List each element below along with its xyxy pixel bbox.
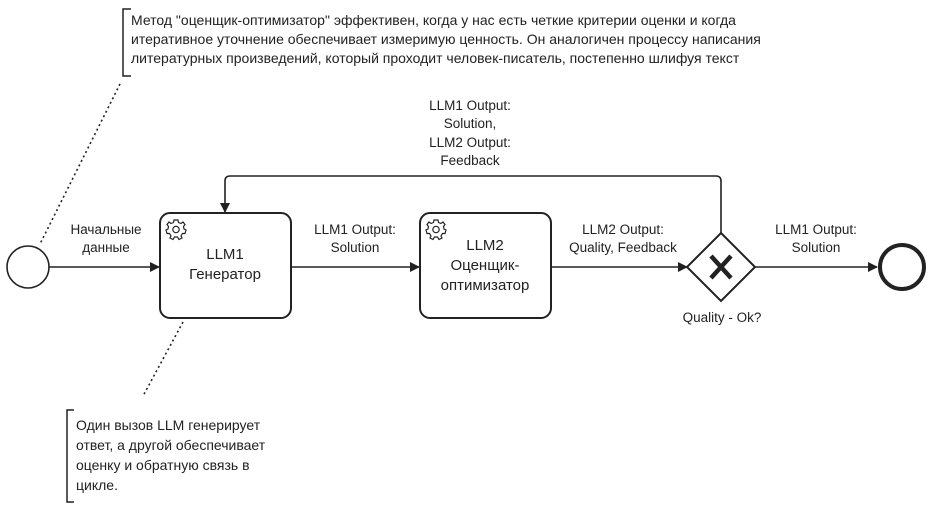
bottom-annotation-connector (142, 321, 184, 397)
top-annotation-line: Метод "оценщик-оптимизатор" эффективен, … (131, 12, 736, 28)
flow-label-loop: Feedback (440, 153, 500, 168)
top-annotation-line: итеративное уточнение обеспечивает измер… (131, 31, 761, 47)
task-generator-title: LLM1 (206, 246, 244, 263)
bottom-annotation: Один вызов LLM генерирует ответ, а друго… (66, 321, 266, 503)
gear-icon (425, 219, 447, 241)
bottom-annotation-line: оценку и обратную связь в (76, 457, 250, 473)
gear-icon (165, 219, 187, 241)
flow-label-llm1-solution: LLM1 Output: (314, 222, 396, 237)
flow-label-loop: LLM1 Output: (429, 98, 511, 113)
gateway-label: Quality - Ok? (683, 310, 762, 325)
flow-label-llm2-quality: Quality, Feedback (569, 240, 677, 255)
flow-label-llm2-quality: LLM2 Output: (582, 222, 664, 237)
task-generator-subtitle: Генератор (189, 266, 261, 283)
bottom-annotation-bracket (66, 409, 74, 503)
bottom-annotation-line: Один вызов LLM генерирует (76, 417, 261, 433)
flow-label-final-solution: LLM1 Output: (775, 222, 857, 237)
task-evaluator: LLM2 Оценщик- оптимизатор (419, 212, 552, 319)
top-annotation-connector (39, 83, 121, 245)
task-evaluator-title: LLM2 (466, 237, 504, 254)
start-event (6, 245, 50, 289)
bottom-annotation-line: цикле. (76, 477, 118, 493)
top-annotation-line: литературных произведений, который прохо… (131, 50, 740, 66)
task-generator: LLM1 Генератор (159, 212, 292, 319)
top-annotation: Метод "оценщик-оптимизатор" эффективен, … (39, 8, 761, 245)
end-event (878, 243, 926, 291)
gateway-x-icon (709, 254, 733, 280)
top-annotation-bracket (122, 8, 131, 77)
exclusive-gateway: Quality - Ok? (683, 231, 762, 325)
flow-label-loop: LLM2 Output: (429, 135, 511, 150)
task-evaluator-subtitle: оптимизатор (441, 277, 530, 294)
bottom-annotation-line: ответ, а другой обеспечивает (76, 437, 266, 453)
flow-label-final-solution: Solution (792, 240, 841, 255)
flow-label-llm1-solution: Solution (331, 240, 380, 255)
flow-loop-back (220, 175, 722, 233)
flow-label-initial-data: Начальные (70, 222, 141, 237)
flow-label-initial-data: данные (82, 240, 130, 255)
task-generator-box (159, 212, 292, 319)
task-evaluator-subtitle: Оценщик- (451, 257, 520, 274)
task-evaluator-box (419, 212, 552, 319)
flow-label-loop: Solution, (444, 116, 497, 131)
